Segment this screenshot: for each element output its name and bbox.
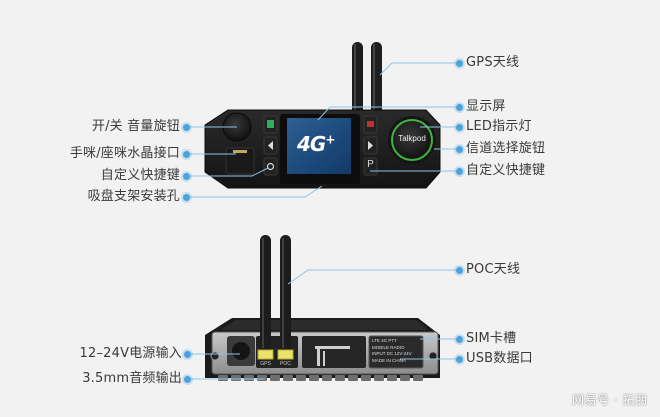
knob-brand-text: Talkpod: [398, 134, 426, 143]
callout-dot: [183, 124, 190, 131]
nameplate: LTE 4G PTT MOBILE RADIO INPUT DC 12V-24V…: [372, 338, 422, 364]
label-gps-antenna: GPS天线: [466, 55, 520, 70]
callout-dot: [184, 376, 191, 383]
display-screen: [287, 118, 351, 174]
screen-4g-text: 4G+: [297, 132, 347, 156]
callout-dot: [184, 351, 191, 358]
nameplate-line: MADE IN CHINA: [372, 357, 407, 363]
nameplate-line: MOBILE RADIO: [372, 344, 405, 350]
label-channel-knob: 信道选择旋钮: [466, 141, 546, 156]
callout-dot: [183, 173, 190, 180]
label-mic-connector: 手咪/座咪水晶接口: [69, 146, 180, 161]
callout-dot: [456, 168, 463, 175]
label-led-indicator: LED指示灯: [466, 119, 532, 134]
label-usb-port: USB数据口: [466, 351, 533, 366]
gps-antenna-shape: [371, 42, 382, 117]
label-custom-shortcut-right: 自定义快捷键: [466, 163, 546, 178]
label-poc-antenna: POC天线: [466, 262, 521, 277]
screen-superscript: +: [325, 132, 335, 147]
nameplate-line: LTE 4G PTT: [372, 338, 397, 343]
front-panel-device: [204, 42, 441, 189]
rear-panel-device: [205, 235, 440, 381]
callout-dot: [456, 146, 463, 153]
callout-dot: [183, 151, 190, 158]
label-display: 显示屏: [466, 99, 506, 114]
callout-dot: [183, 194, 190, 201]
label-power-volume-knob: 开/关 音量旋钮: [91, 119, 180, 134]
callout-dot: [456, 356, 463, 363]
callout-dot: [456, 336, 463, 343]
screen-text: 4G: [297, 132, 326, 156]
label-audio-output: 3.5mm音频输出: [82, 371, 182, 386]
p-key-label: P: [367, 159, 374, 170]
nameplate-line: INPUT DC 12V-24V: [372, 351, 412, 356]
label-custom-shortcut-left: 自定义快捷键: [100, 168, 180, 183]
antenna-1: [352, 42, 363, 117]
callout-dot: [456, 60, 463, 67]
leader-lines: [187, 62, 458, 380]
callout-dot: [456, 104, 463, 111]
gps-port-label: GPS: [260, 361, 271, 367]
watermark: 网易号 · 拓朋: [572, 393, 648, 407]
poc-port-label: POC: [280, 361, 291, 367]
label-power-input: 12–24V电源输入: [79, 346, 182, 361]
label-suction-mount-hole: 吸盘支架安装孔: [87, 189, 180, 204]
callout-dot: [456, 124, 463, 131]
label-sim-slot: SIM卡槽: [466, 331, 517, 346]
callout-dot: [456, 267, 463, 274]
